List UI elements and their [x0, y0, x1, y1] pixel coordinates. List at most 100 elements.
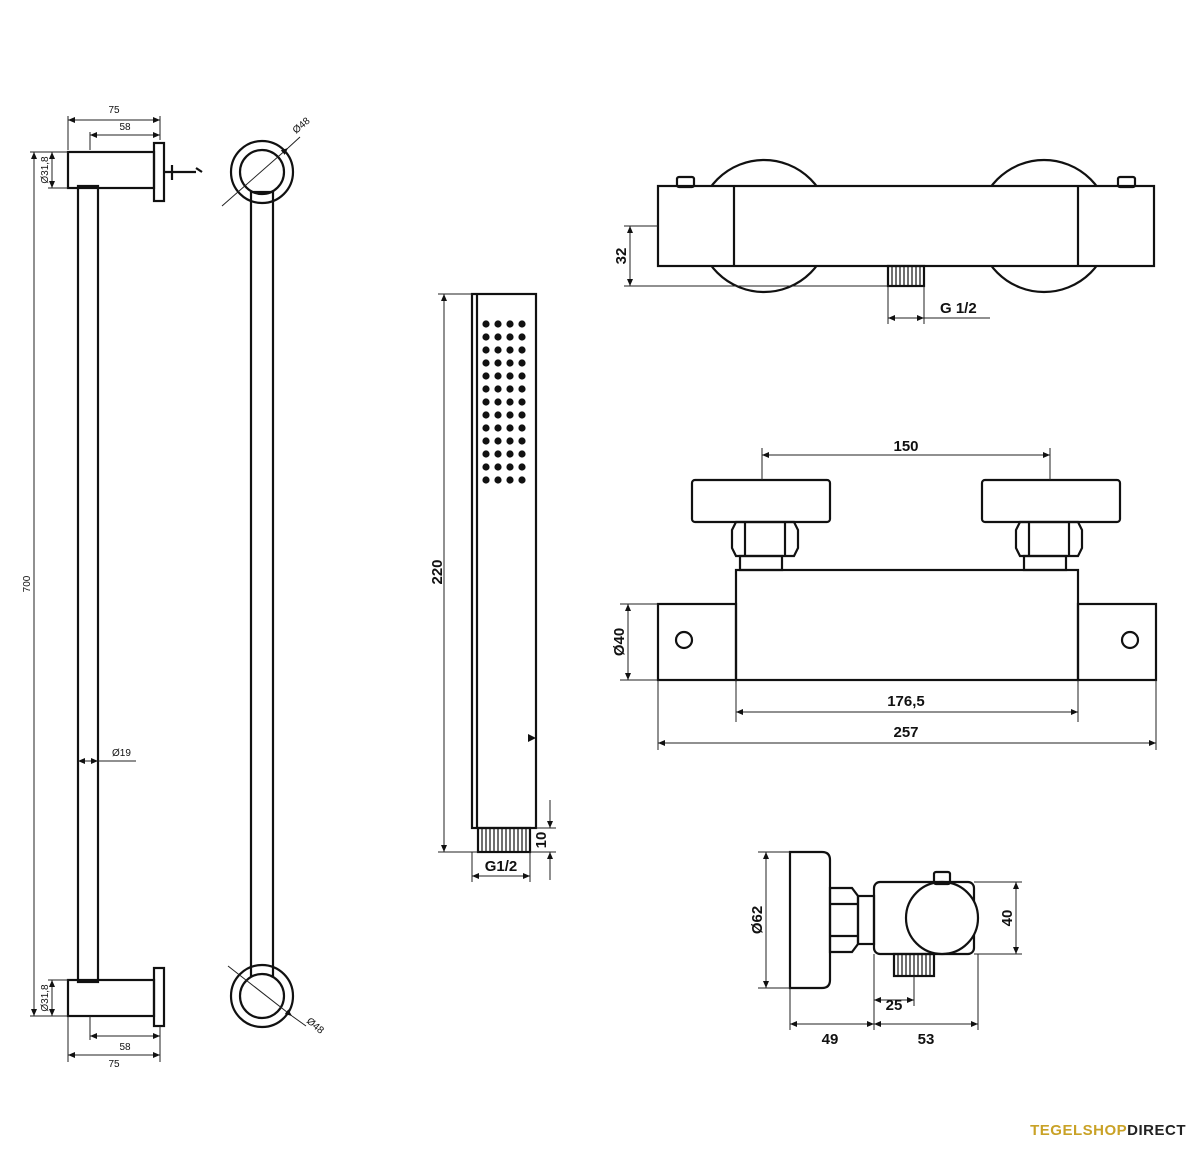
- nozzle-dot: [494, 463, 502, 471]
- rail-bottom-bracket: [66, 978, 156, 1018]
- nozzle-dot: [482, 333, 490, 341]
- nozzle-dot: [518, 424, 526, 432]
- mixer-side-outlet-offset-label: 25: [886, 997, 903, 1014]
- nozzle-dot: [506, 463, 514, 471]
- hand-shower-body: [470, 292, 538, 830]
- rail-bracket-dia-bottom-label: Ø31,8: [40, 984, 51, 1012]
- nozzle-dot: [482, 450, 490, 458]
- nozzle-dot: [506, 385, 514, 393]
- nozzle-dot: [482, 372, 490, 380]
- nozzle-dot: [506, 450, 514, 458]
- nozzle-dot: [494, 437, 502, 445]
- mixer-front-handle-right: [980, 478, 1122, 524]
- rail-top-bracket: [66, 150, 156, 190]
- mixer-front-view: 150 Ø40 176,5 257: [611, 438, 1158, 750]
- nozzle-dot: [506, 437, 514, 445]
- nozzle-dot: [518, 320, 526, 328]
- nozzle-dot: [482, 385, 490, 393]
- mixer-side-eccentric-dia-label: Ø62: [749, 906, 766, 934]
- mixer-front-end-left: [656, 602, 738, 682]
- mixer-side-depth-b-label: 53: [918, 1031, 935, 1048]
- mixer-top-outlet: [886, 264, 926, 288]
- nozzle-dot: [506, 411, 514, 419]
- mixer-side-rosette: [788, 850, 832, 990]
- mixer-top-view: 32 G 1/2: [613, 158, 1156, 324]
- nozzle-dot: [518, 411, 526, 419]
- mixer-side-view: Ø62 40 25 49 53: [749, 850, 1022, 1048]
- brand-logo-part2: DIRECT: [1127, 1122, 1186, 1139]
- rail-ring-dia-top-label: Ø48: [291, 115, 313, 136]
- mixer-side-cylinder: [904, 880, 980, 956]
- nozzle-dot: [506, 476, 514, 484]
- nozzle-dot: [494, 320, 502, 328]
- brand-logo-part1: TEGELSHOP: [1030, 1122, 1128, 1139]
- nozzle-dot: [494, 333, 502, 341]
- nozzle-dot: [482, 398, 490, 406]
- rail-bottom-ring: [229, 963, 295, 1029]
- mixer-top-outlet-label: G 1/2: [940, 300, 977, 317]
- nozzle-dot: [506, 398, 514, 406]
- mixer-side-height-label: 40: [999, 910, 1016, 927]
- mixer-front-body-length-label: 176,5: [887, 693, 925, 710]
- nozzle-dot: [518, 333, 526, 341]
- nozzle-dot: [518, 346, 526, 354]
- rail-top-ring: [229, 139, 295, 205]
- nozzle-dot: [494, 476, 502, 484]
- nozzle-dot: [494, 450, 502, 458]
- hand-shower-length-label: 220: [429, 559, 446, 584]
- shower-rail-front-view: Ø48 Ø48: [221, 115, 326, 1037]
- brand-logo: TEGELSHOPDIRECT: [1030, 1122, 1186, 1139]
- rail-rod: [76, 184, 100, 984]
- nozzle-dot: [482, 437, 490, 445]
- rail-length-label: 700: [22, 575, 33, 592]
- mixer-front-body: [734, 568, 1080, 682]
- hand-shower-thread-label: G1/2: [485, 858, 518, 875]
- nozzle-dot: [494, 424, 502, 432]
- nozzle-dot: [518, 359, 526, 367]
- nozzle-dot: [494, 385, 502, 393]
- nozzle-dot: [518, 385, 526, 393]
- hand-shower-thread: [476, 826, 532, 854]
- nozzle-dot: [494, 359, 502, 367]
- mixer-front-handle-left: [690, 478, 832, 524]
- hand-shower-nozzles: [482, 320, 526, 484]
- nozzle-dot: [506, 424, 514, 432]
- mixer-top-body: [656, 184, 1156, 268]
- rail-bottom-total-label: 75: [108, 1059, 120, 1070]
- shower-rail-side-view: 75 58 Ø31,8 700 Ø19 Ø31,8 58 75: [22, 105, 203, 1070]
- nozzle-dot: [494, 372, 502, 380]
- mixer-top-height-label: 32: [613, 248, 630, 265]
- nozzle-dot: [482, 463, 490, 471]
- rail-bottom-flange: [152, 966, 166, 1028]
- mixer-front-total-length-label: 257: [893, 724, 918, 741]
- nozzle-dot: [506, 372, 514, 380]
- nozzle-dot: [518, 437, 526, 445]
- mixer-front-diameter-label: Ø40: [611, 628, 628, 656]
- rail-top-flange: [152, 141, 166, 203]
- nozzle-dot: [482, 359, 490, 367]
- rail-width-inner-label: 58: [119, 122, 131, 133]
- nozzle-dot: [518, 450, 526, 458]
- nozzle-dot: [518, 463, 526, 471]
- rail-bottom-inner-label: 58: [119, 1042, 131, 1053]
- hand-shower: 220 10 G1/2: [429, 292, 556, 882]
- nozzle-dot: [518, 372, 526, 380]
- rail-width-total-label: 75: [108, 105, 120, 116]
- mixer-front-end-right: [1076, 602, 1158, 682]
- nozzle-dot: [518, 476, 526, 484]
- nozzle-dot: [506, 346, 514, 354]
- rail-bracket-dia-top-label: Ø31,8: [40, 156, 51, 184]
- rail-rod-dia-label: Ø19: [112, 748, 131, 759]
- nozzle-dot: [482, 476, 490, 484]
- nozzle-dot: [482, 424, 490, 432]
- nozzle-dot: [506, 359, 514, 367]
- rail-ring-dia-bottom-label: Ø48: [304, 1016, 326, 1037]
- nozzle-dot: [506, 333, 514, 341]
- nozzle-dot: [506, 320, 514, 328]
- nozzle-dot: [494, 411, 502, 419]
- nozzle-dot: [518, 398, 526, 406]
- nozzle-dot: [482, 411, 490, 419]
- nozzle-dot: [482, 346, 490, 354]
- nozzle-dot: [482, 320, 490, 328]
